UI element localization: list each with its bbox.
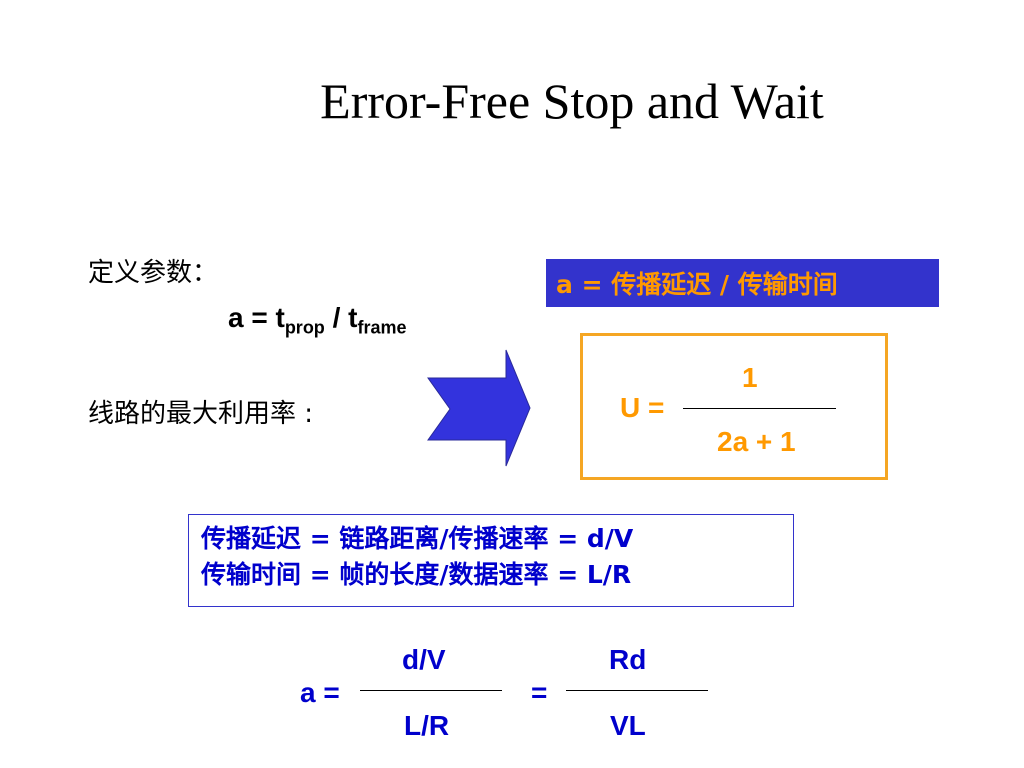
definitions-box: 传播延迟 = 链路距离/传播速率 = d/V 传输时间 = 帧的长度/数据速率 … bbox=[188, 514, 794, 607]
a-definition-box: a = 传播延迟 / 传输时间 bbox=[546, 259, 939, 307]
definition-propagation: 传播延迟 = 链路距离/传播速率 = d/V bbox=[201, 524, 634, 553]
bottom-fraction-line-2 bbox=[566, 690, 708, 691]
bottom-fraction-line-1 bbox=[360, 690, 502, 691]
slide-title: Error-Free Stop and Wait bbox=[320, 73, 824, 129]
utilization-label: 线路的最大利用率 : bbox=[88, 399, 314, 429]
bottom-num1: d/V bbox=[402, 644, 446, 675]
right-arrow-icon bbox=[427, 349, 531, 467]
u-formula-numerator: 1 bbox=[742, 362, 758, 393]
a-formula-sub-prop: prop bbox=[284, 317, 325, 338]
bottom-formula-lhs: a = bbox=[300, 677, 340, 708]
a-formula: a = tprop / tframe bbox=[228, 302, 407, 339]
define-label: 定义参数： bbox=[88, 258, 219, 288]
definition-transmission: 传输时间 = 帧的长度/数据速率 = L/R bbox=[201, 560, 632, 589]
utilization-formula-box bbox=[580, 333, 888, 480]
bottom-num2: Rd bbox=[609, 644, 647, 675]
bottom-den1: L/R bbox=[404, 710, 450, 741]
bottom-equals: = bbox=[531, 677, 548, 708]
u-formula-lhs: U = bbox=[620, 392, 665, 423]
a-formula-lhs: a = t bbox=[228, 302, 285, 333]
u-fraction-line bbox=[683, 408, 836, 409]
a-formula-sub-frame: frame bbox=[357, 317, 407, 338]
u-formula-denominator: 2a + 1 bbox=[717, 426, 796, 457]
a-formula-mid: / t bbox=[324, 302, 358, 333]
bottom-den2: VL bbox=[610, 710, 646, 741]
